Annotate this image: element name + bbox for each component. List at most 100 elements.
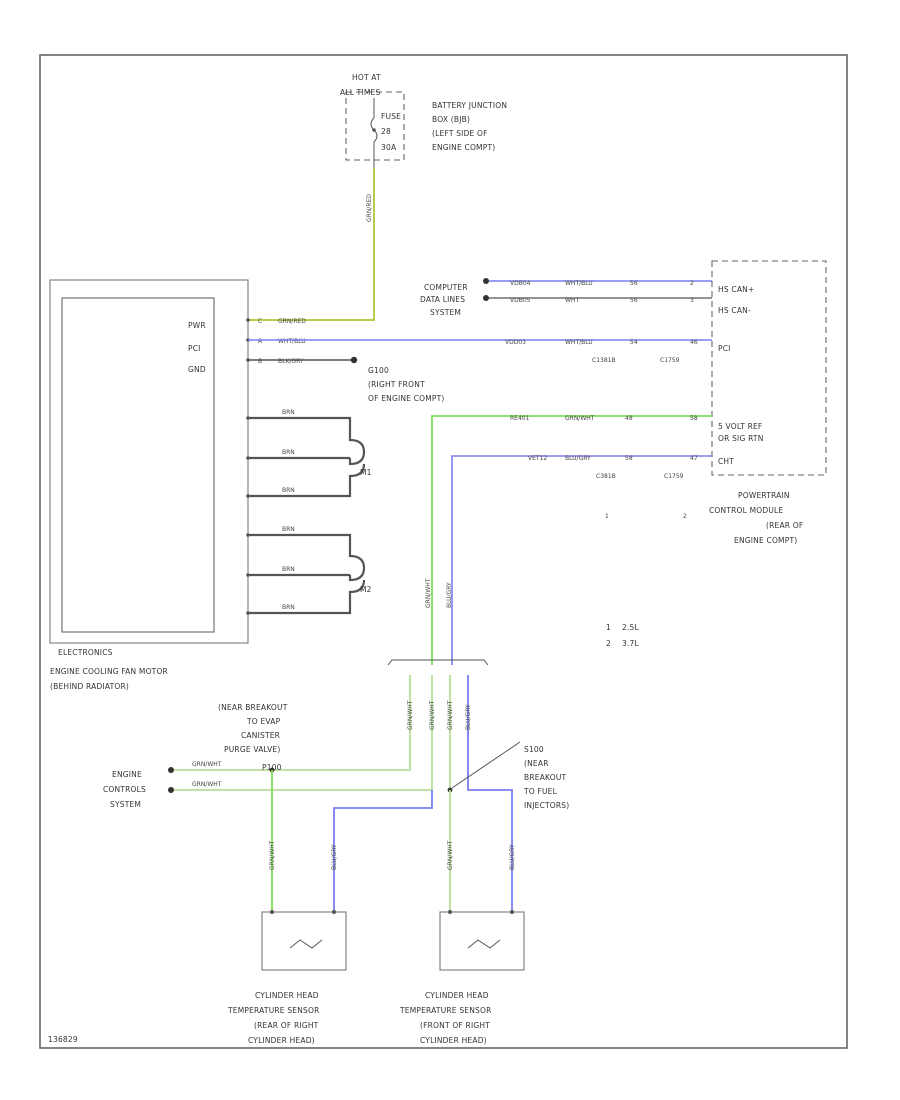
breakout-label-3: CANISTER: [241, 731, 280, 740]
pcm-name-4: ENGINE COMPT): [734, 536, 797, 545]
pcm-row-num-1: 1: [605, 513, 609, 520]
fuse-label-2: 28: [381, 127, 391, 136]
engine-controls: ENGINE CONTROLS SYSTEM GRN/WHT GRN/WHT: [103, 761, 222, 809]
pci-circuit: VDD03: [505, 339, 526, 346]
pin-gnd: GND: [188, 365, 206, 374]
computer-label-1: COMPUTER: [424, 283, 468, 292]
cht-sensor-front: CYLINDER HEAD TEMPERATURE SENSOR (FRONT …: [399, 910, 525, 1045]
engine-controls-2: CONTROLS: [103, 785, 146, 794]
thermistor-icon: [289, 939, 323, 949]
breakout-splice: P100: [262, 763, 282, 772]
engine-controls-1: ENGINE: [112, 770, 142, 779]
fuse-icon: [372, 128, 376, 132]
brn-label-2: BRN: [282, 449, 295, 456]
ref-color: GRN/WHT: [565, 415, 595, 422]
can-hi-circuit: VDB04: [510, 280, 531, 287]
sensor1-blue-wire: [333, 790, 433, 912]
engine-controls-3: SYSTEM: [110, 800, 141, 809]
can-lo-circuit: VDB05: [510, 297, 531, 304]
pcm-pin-pci: PCI: [718, 344, 731, 353]
sensor1-name-3: (REAR OF RIGHT: [254, 1021, 319, 1030]
m1-label: M1: [360, 468, 372, 477]
pcm-name-1: POWERTRAIN: [738, 491, 790, 500]
s1-wire-1: GRN/WHT: [269, 840, 276, 870]
pcm-block: HS CAN+ HS CAN- PCI 5 VOLT REF OR SIG RT…: [709, 260, 827, 545]
computer-label-2: DATA LINES: [420, 295, 465, 304]
motor-windings: M1 M2 BRN BRN BRN BRN BRN BRN: [248, 409, 372, 615]
computer-label-3: SYSTEM: [430, 308, 461, 317]
brn-label-6: BRN: [282, 604, 295, 611]
splice-wire-label-3: GRN/WHT: [447, 700, 454, 730]
pcm-pin-hscan-plus: HS CAN+: [718, 285, 754, 294]
sensor2-name-4: CYLINDER HEAD): [420, 1036, 487, 1045]
fuse-label-1: FUSE: [381, 112, 401, 121]
fan-pin-b: B: [258, 358, 262, 365]
ref-pin: 58: [690, 415, 698, 422]
pcm-conn-low-1: C381B: [596, 473, 616, 480]
brn-label-4: BRN: [282, 526, 295, 533]
fan-gnd-wire-label: BLK/GRY: [278, 358, 304, 365]
fuse-block: HOT AT ALL TIMES FUSE 28 30A BATTERY JUN…: [340, 73, 507, 168]
legend-num-1: 1: [606, 623, 611, 632]
fan-motor: PWR PCI GND ELECTRONICS ENGINE COOLING F…: [49, 279, 306, 691]
cht-pin: 47: [690, 455, 698, 462]
ec-wire-label-2: GRN/WHT: [192, 781, 222, 788]
can-lo-color: WHT: [565, 297, 579, 304]
s2-wire-2: BLU/GRY: [509, 844, 516, 870]
s100-label-5: INJECTORS): [524, 801, 569, 810]
sensor1-name-2: TEMPERATURE SENSOR: [227, 1006, 320, 1015]
fuse-wire-label: GRN/RED: [366, 194, 373, 222]
thermistor-icon: [467, 939, 501, 949]
cht-sensor-rear: CYLINDER HEAD TEMPERATURE SENSOR (REAR O…: [227, 910, 347, 1045]
cht-color: BLU/GRY: [565, 455, 591, 462]
s100-label-1: S100: [524, 745, 544, 754]
fan-pwr-wire-label: GRN/RED: [278, 318, 306, 325]
computer-data-lines: COMPUTER DATA LINES SYSTEM VDB04 WHT/BLU…: [420, 278, 712, 317]
ec-wire-label-1: GRN/WHT: [192, 761, 222, 768]
ground-id: G100: [368, 366, 389, 375]
hot-at-line2: ALL TIMES: [340, 88, 380, 97]
can-hi-pin: 2: [690, 280, 694, 287]
diagram-code: 136829: [48, 1035, 78, 1044]
pci-size: 54: [630, 339, 638, 346]
legend-label-2: 3.7L: [622, 639, 640, 648]
fan-pin-c: C: [258, 318, 262, 325]
fan-motor-name-1: ENGINE COOLING FAN MOTOR: [50, 667, 168, 676]
pcm-conn-2: C1759: [660, 357, 680, 364]
breakout-label-2: TO EVAP: [246, 717, 281, 726]
pwr-wire: [248, 168, 375, 321]
fan-motor-name-2: (BEHIND RADIATOR): [50, 682, 129, 691]
s100-label-3: BREAKOUT: [524, 773, 567, 782]
breakout-label-4: PURGE VALVE): [224, 745, 281, 754]
brn-label-5: BRN: [282, 566, 295, 573]
vert-wire-label-1: GRN/WHT: [425, 578, 432, 608]
ground-icon: [350, 356, 358, 364]
pcm-row-num-2: 2: [683, 513, 687, 520]
pcm-pin-sigrtn: OR SIG RTN: [718, 434, 764, 443]
electronics-label: ELECTRONICS: [58, 648, 113, 657]
sensor2-name-2: TEMPERATURE SENSOR: [399, 1006, 492, 1015]
fan-pin-a: A: [258, 338, 263, 345]
ref-size: 48: [625, 415, 633, 422]
sensor1-name-1: CYLINDER HEAD: [255, 991, 319, 1000]
pcm-name-3: (REAR OF: [766, 521, 803, 530]
sensor2-name-3: (FRONT OF RIGHT: [420, 1021, 490, 1030]
pci-pin: 46: [690, 339, 698, 346]
cht-circuit: VET12: [528, 455, 547, 462]
splice-wire-label-1: GRN/WHT: [407, 700, 414, 730]
pcm-pin-hscan-minus: HS CAN-: [718, 306, 751, 315]
ref-circuit: RE401: [510, 415, 530, 422]
bjb-label-3: (LEFT SIDE OF: [432, 129, 488, 138]
legend-label-1: 2.5L: [622, 623, 640, 632]
engine-legend: 1 2.5L 2 3.7L: [606, 623, 640, 648]
wire-down-2: [172, 675, 433, 791]
diagram-frame: [39, 54, 848, 1049]
splice-bracket: [387, 659, 489, 666]
pcm-conn-1: C1381B: [592, 357, 616, 364]
can-lo-size: 56: [630, 297, 638, 304]
brn-label-3: BRN: [282, 487, 295, 494]
fan-pci-wire-label: WHT/BLU: [278, 338, 306, 345]
can-hi-size: 56: [630, 280, 638, 287]
pin-pci: PCI: [188, 344, 201, 353]
sensor1-name-4: CYLINDER HEAD): [248, 1036, 315, 1045]
